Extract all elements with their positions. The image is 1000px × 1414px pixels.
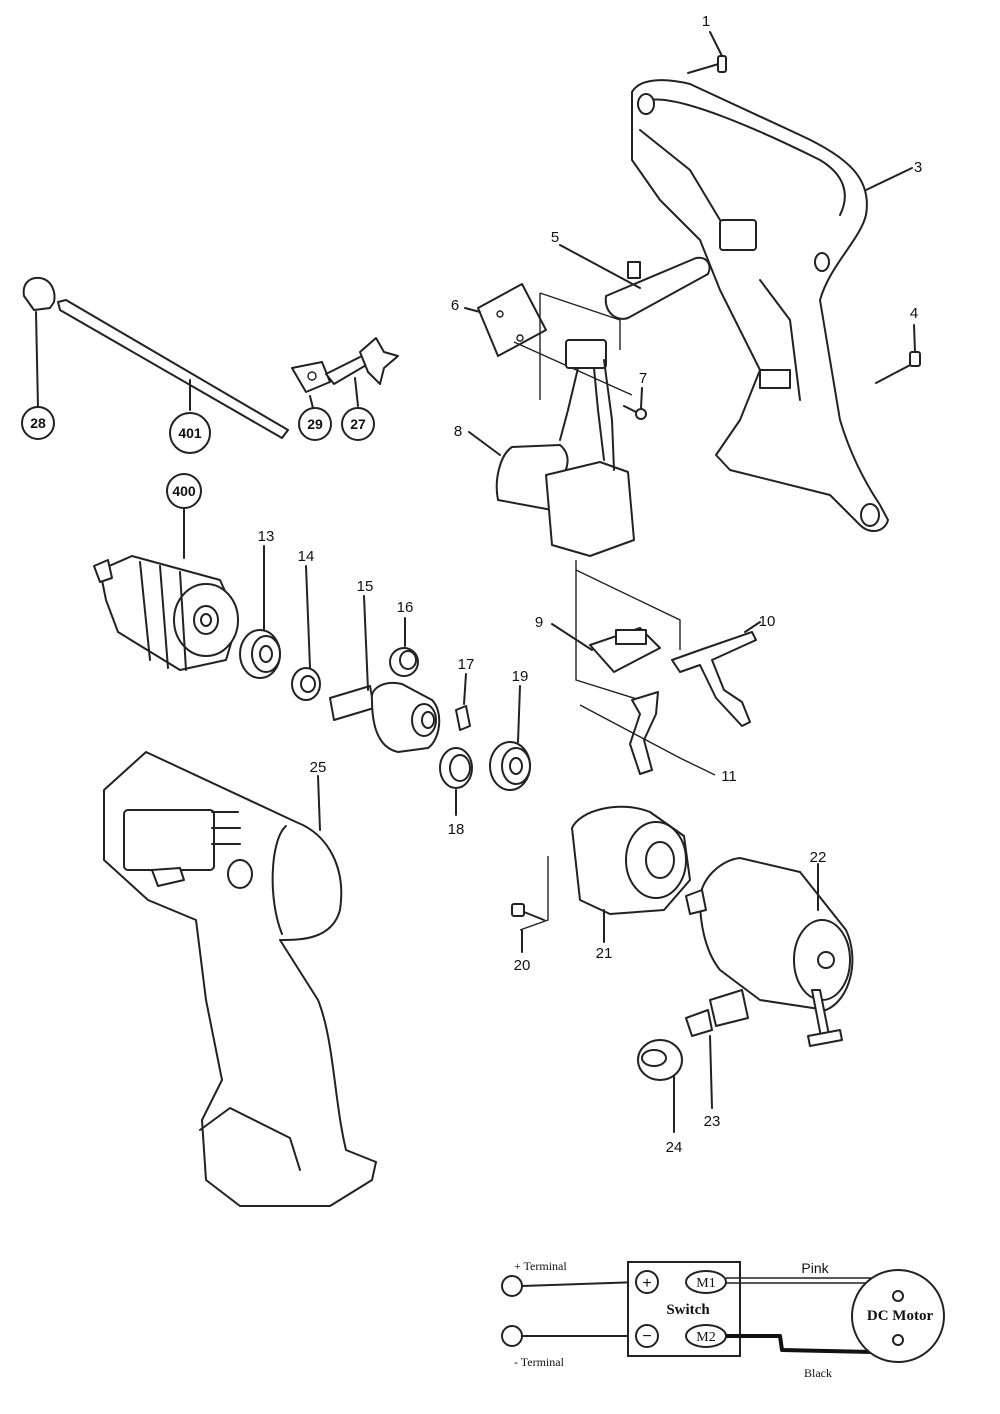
motor-terminal-top: [892, 1290, 904, 1302]
guide-line: [539, 292, 621, 350]
part-13-ball-bearing: [239, 545, 281, 679]
part-17-pin: [455, 673, 471, 731]
part-19-ball-bearing: [489, 685, 531, 791]
wiring-diagram: + Terminal - Terminal + − Switch M1 M2 P…: [501, 1259, 945, 1380]
pink-label: Pink: [801, 1260, 829, 1276]
label-29: 29: [307, 416, 323, 432]
guide-line: [575, 560, 641, 701]
label-16: 16: [397, 599, 414, 616]
minus-symbol-circle: [635, 1324, 659, 1348]
part-4-screw: [875, 324, 921, 384]
part-18-washer: [439, 747, 473, 816]
part-27-wing-bolt: [325, 337, 399, 407]
label-28: 28: [30, 415, 46, 431]
part-5-switch-knob: [559, 244, 711, 320]
part-16-gear: [389, 617, 419, 677]
part-23-carbon-brush: [685, 989, 749, 1109]
dc-motor-label: DC Motor: [867, 1308, 934, 1324]
label-9: 9: [535, 614, 543, 631]
m1-oval: [685, 1270, 727, 1294]
label-18: 18: [448, 821, 465, 838]
plus-symbol-circle: [635, 1270, 659, 1294]
switch-label: Switch: [666, 1302, 710, 1318]
part-29-bracket: [291, 361, 331, 413]
label-24: 24: [666, 1139, 683, 1156]
dc-motor-circle: [851, 1269, 945, 1363]
plus-symbol: +: [642, 1275, 651, 1292]
part-22-dc-motor: [685, 857, 854, 1047]
label-8: 8: [454, 423, 462, 440]
part-401-depth-rod: [57, 299, 289, 439]
circle-29: [298, 407, 332, 441]
plus-terminal: [501, 1275, 523, 1297]
part-10-terminal: [671, 621, 761, 727]
label-3: 3: [914, 159, 922, 176]
label-21: 21: [596, 945, 613, 962]
guide-line: [519, 856, 549, 931]
m2-label: M2: [696, 1330, 715, 1345]
circled-labels: 28 401 29 27 400: [21, 406, 375, 509]
part-14-washer: [291, 565, 321, 701]
part-9-brush-holder: [551, 623, 661, 673]
label-10: 10: [759, 613, 776, 630]
circle-400: [166, 473, 202, 509]
label-15: 15: [357, 578, 374, 595]
part-3-housing-half: [631, 79, 913, 532]
minus-terminal: [501, 1325, 523, 1347]
label-22: 22: [810, 849, 827, 866]
m1-label: M1: [696, 1276, 715, 1291]
black-label: Black: [804, 1366, 832, 1380]
label-400: 400: [172, 483, 196, 499]
part-21-gear-housing: [571, 805, 691, 943]
label-5: 5: [551, 229, 559, 246]
label-7: 7: [639, 370, 647, 387]
part-7-screw: [623, 387, 647, 420]
label-401: 401: [178, 425, 202, 441]
label-11: 11: [721, 768, 737, 785]
label-27: 27: [350, 416, 366, 432]
label-20: 20: [514, 957, 531, 974]
motor-terminal-bottom: [892, 1334, 904, 1346]
part-1-screw: [687, 31, 727, 74]
part-24-brush-cap: [637, 1039, 683, 1133]
label-23: 23: [704, 1113, 721, 1130]
guide-line: [575, 569, 681, 650]
part-number-labels: 1 3 4 5 6 7 8 9 10 11 13 14 15 16 17 18 …: [258, 13, 923, 1156]
circle-28: [21, 406, 55, 440]
label-14: 14: [298, 548, 315, 565]
plus-terminal-label: + Terminal: [514, 1259, 567, 1273]
part-8-switch-unit: [468, 339, 635, 557]
label-13: 13: [258, 528, 275, 545]
label-19: 19: [512, 668, 529, 685]
label-1: 1: [702, 13, 710, 30]
label-17: 17: [458, 656, 475, 673]
circle-27: [341, 407, 375, 441]
label-6: 6: [451, 297, 459, 314]
label-25: 25: [310, 759, 327, 776]
minus-symbol: −: [642, 1328, 651, 1345]
part-25-housing: [103, 751, 377, 1207]
part-400-drill-chuck: [93, 507, 239, 671]
circle-401: [169, 412, 211, 454]
part-28-cap: [22, 276, 56, 409]
part-11-spring-clip: [579, 691, 716, 776]
part-15-spindle: [329, 595, 441, 753]
part-20-screw: [511, 903, 545, 953]
label-4: 4: [910, 305, 918, 322]
minus-terminal-label: - Terminal: [514, 1355, 565, 1369]
